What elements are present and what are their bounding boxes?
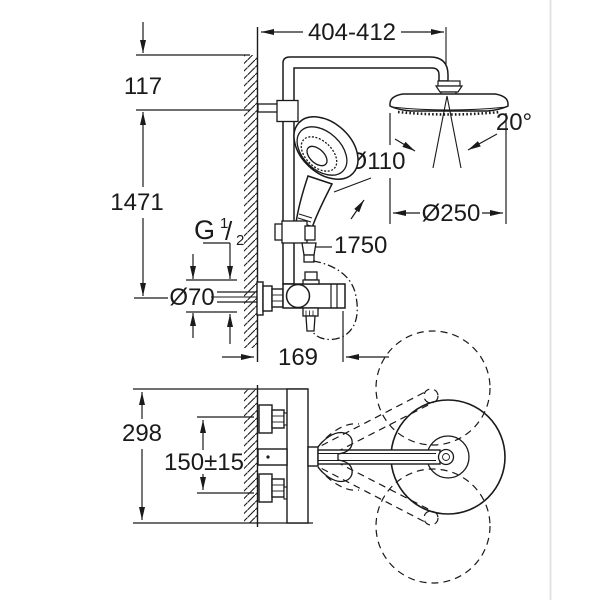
pivot-center-dot [266,455,270,459]
dim-connection-spacing [197,416,254,494]
thread-g-label: G [194,215,215,245]
dim-arm-offset-label: 117 [124,73,162,100]
spray-face-nozzles [397,110,501,116]
dim-tilt-angle-label: 20° [496,109,532,136]
dim-rosette [186,254,237,338]
hand-shower [293,116,359,229]
hose-connector [305,315,316,332]
wall-section-upper [244,27,259,362]
rail-wall-bracket [257,99,299,123]
head-ball-joint [434,80,464,96]
thermostat-mixer [256,271,346,332]
dim-projection [222,311,389,362]
inlet-connection-top [258,404,288,434]
dim-head-diameter-label: Ø250 [422,200,481,227]
dim-hand-diameter-leader [333,177,372,220]
mixer-body-topview [286,388,309,524]
hand-shower-holder [274,220,317,263]
shower-hose [312,260,358,341]
dim-arm-offset [136,22,250,187]
lower-view-top: 298 150±15 [122,330,506,584]
wall-rosette [256,281,264,316]
hose-cone [301,242,317,256]
thread-numerator: 1 [220,215,228,232]
inlet-connection-bottom [258,473,288,503]
dim-hose-length-label: 1750 [334,232,387,259]
shower-rail-and-arm [282,56,449,285]
dim-projection-label: 169 [278,344,318,371]
dim-thread: G 1 / 2 [194,215,244,344]
upper-view-elevation: 404-412 117 1471 [110,19,532,371]
hose-outlet-nut [302,307,319,317]
dim-head-diameter [389,113,507,224]
thread-slash: / [225,216,233,246]
dim-top-reach-label: 404-412 [308,19,396,46]
supply-pipe [211,291,262,303]
temperature-handle [285,283,311,309]
thread-denominator: 2 [236,232,244,249]
head-shower [389,93,509,116]
dim-body-depth [133,388,313,524]
pivot-block [257,448,288,466]
dim-rosette-label: Ø70 [169,284,214,311]
dim-connection-spacing-label: 150±15 [164,449,244,476]
handle-bell-topview [317,431,353,483]
tilt-angle-lines [394,95,498,169]
dim-total-height [134,218,168,299]
diverter-knob [304,271,318,281]
union-nut [271,288,284,308]
wall-section-lower [244,385,259,527]
dim-body-depth-label: 298 [122,420,162,447]
swivel-arm-topview [307,446,455,467]
dim-total-height-label: 1471 [110,189,163,216]
